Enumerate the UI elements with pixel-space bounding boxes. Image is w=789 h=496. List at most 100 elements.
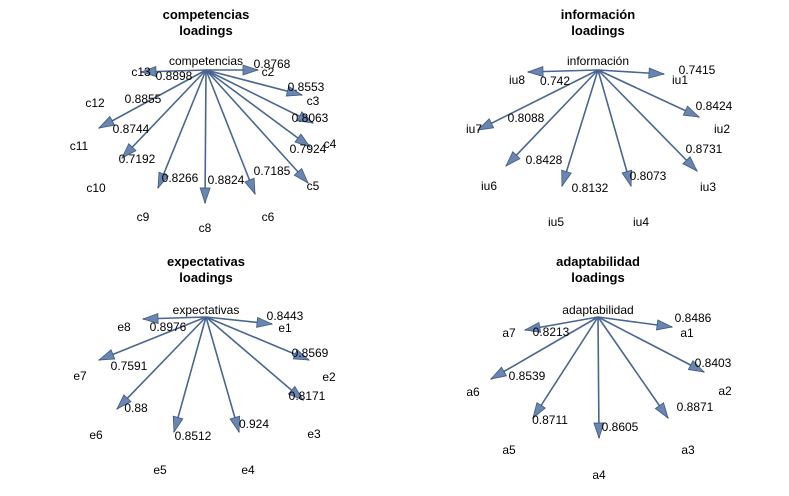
loading-value-c10: 0.7192	[119, 152, 156, 166]
arrowhead-icon	[648, 67, 666, 79]
loading-edge-c3	[205, 69, 303, 96]
loading-value-c9: 0.8266	[162, 171, 199, 185]
indicator-label-c4: c4	[324, 137, 337, 151]
loading-value-iu2: 0.8424	[696, 99, 733, 113]
arrowhead-icon	[256, 316, 274, 328]
loading-value-iu5: 0.8132	[572, 181, 609, 195]
indicator-label-iu3: iu3	[700, 180, 716, 194]
panel-title: competencias	[163, 7, 250, 22]
indicator-label-c2: c2	[262, 65, 275, 79]
loading-edge-a5	[532, 316, 599, 419]
arrowhead-icon	[139, 65, 157, 78]
indicator-label-a2: a2	[718, 384, 732, 398]
loading-value-iu4: 0.8073	[630, 169, 667, 183]
loading-value-e4: 0.924	[239, 417, 269, 431]
loading-value-a1: 0.8486	[675, 311, 712, 325]
indicator-label-iu7: iu7	[466, 122, 482, 136]
indicator-label-a4: a4	[592, 468, 606, 482]
indicator-label-e7: e7	[73, 369, 87, 383]
arrowhead-icon	[655, 319, 674, 331]
indicator-label-c8: c8	[199, 221, 212, 235]
arrowhead-icon	[121, 143, 137, 159]
panel-title: adaptabilidad	[556, 254, 640, 269]
edges-group	[476, 66, 701, 188]
indicator-label-e3: e3	[307, 427, 321, 441]
loading-value-iu8: 0.742	[540, 74, 570, 88]
arrowhead-icon	[97, 115, 116, 129]
loading-value-iu1: 0.7415	[679, 63, 716, 77]
loading-value-c2: 0.8768	[254, 57, 291, 71]
loading-value-c3: 0.8553	[288, 80, 325, 94]
indicator-label-a6: a6	[466, 385, 480, 399]
construct-label: información	[567, 54, 629, 68]
loading-value-a4: 0.8605	[602, 420, 639, 434]
arrowhead-icon	[489, 366, 508, 380]
loading-edge-iu2	[597, 69, 700, 118]
panel-subtitle: loadings	[179, 23, 232, 38]
indicator-label-e5: e5	[153, 463, 167, 477]
loading-value-iu3: 0.8731	[686, 142, 723, 156]
loading-edge-c5	[205, 69, 311, 148]
loading-edge-c6	[205, 69, 309, 184]
labels-group: 0.8443e10.8569e20.8171e30.924e40.8512e50…	[73, 309, 336, 477]
loading-value-c11: 0.8744	[113, 122, 150, 136]
loading-edge-a4	[597, 316, 600, 439]
indicator-label-a1: a1	[680, 326, 694, 340]
indicator-label-a3: a3	[681, 443, 695, 457]
panel-adaptabilidad: adaptabilidad loadings adaptabilidad 0.8…	[466, 254, 732, 482]
indicator-label-c9: c9	[137, 210, 150, 224]
indicator-label-iu1: iu1	[672, 73, 688, 87]
labels-group: 0.8768c20.8553c30.8063c40.7924c50.7185c6…	[70, 57, 337, 235]
arrowhead-icon	[505, 151, 521, 167]
arrowhead-icon	[621, 169, 633, 188]
panel-subtitle: loadings	[571, 270, 624, 285]
loading-edge-a3	[597, 316, 669, 419]
panel-title: información	[561, 7, 635, 22]
loading-value-a2: 0.8403	[695, 356, 732, 370]
loading-edge-e2	[205, 316, 310, 361]
loading-edge-c11	[121, 69, 207, 159]
loading-value-c12: 0.8855	[125, 92, 162, 106]
arrowhead-icon	[687, 359, 706, 373]
indicator-label-e8: e8	[117, 320, 131, 334]
panel-expectativas: expectativas loadings expectativas 0.844…	[73, 254, 336, 477]
arrowhead-icon	[294, 133, 312, 148]
panel-informacion: información loadings información 0.7415i…	[466, 7, 733, 229]
panel-title: expectativas	[167, 254, 245, 269]
indicator-label-c3: c3	[307, 94, 320, 108]
loading-edge-iu5	[561, 69, 599, 187]
indicator-label-c11: c11	[70, 139, 89, 153]
indicator-label-e4: e4	[241, 463, 255, 477]
loading-value-c8: 0.8824	[208, 173, 245, 187]
arrowhead-icon	[157, 171, 169, 190]
labels-group: 0.7415iu10.8424iu20.8731iu30.8073iu40.81…	[466, 63, 733, 229]
loading-edge-e6	[116, 316, 207, 410]
loading-edge-c12	[98, 69, 207, 129]
arrowhead-icon	[526, 66, 544, 78]
loading-edge-c10	[157, 69, 207, 189]
indicator-label-c6: c6	[262, 210, 275, 224]
arrowhead-icon	[293, 167, 309, 184]
edges-group	[97, 312, 311, 434]
arrowhead-icon	[523, 321, 542, 333]
loading-edge-iu3	[597, 69, 698, 172]
loading-value-e2: 0.8569	[292, 346, 329, 360]
loading-value-c6: 0.7185	[254, 164, 291, 178]
construct-label: competencias	[169, 54, 243, 68]
loading-edge-e5	[173, 316, 207, 433]
panel-subtitle: loadings	[179, 270, 232, 285]
indicator-label-e2: e2	[322, 370, 336, 384]
indicator-label-a5: a5	[502, 443, 516, 457]
construct-label: expectativas	[173, 303, 240, 317]
arrowhead-icon	[172, 415, 184, 434]
labels-group: 0.8486a10.8403a20.8871a30.8605a40.8711a5…	[466, 311, 732, 482]
arrowhead-icon	[593, 422, 605, 440]
arrowhead-icon	[242, 64, 260, 76]
loading-edge-e7	[98, 316, 207, 361]
indicator-label-iu2: iu2	[714, 122, 730, 136]
indicator-label-e1: e1	[278, 321, 292, 335]
edges-group	[489, 316, 706, 440]
indicator-label-c13: c13	[131, 65, 151, 79]
arrowhead-icon	[97, 349, 116, 361]
